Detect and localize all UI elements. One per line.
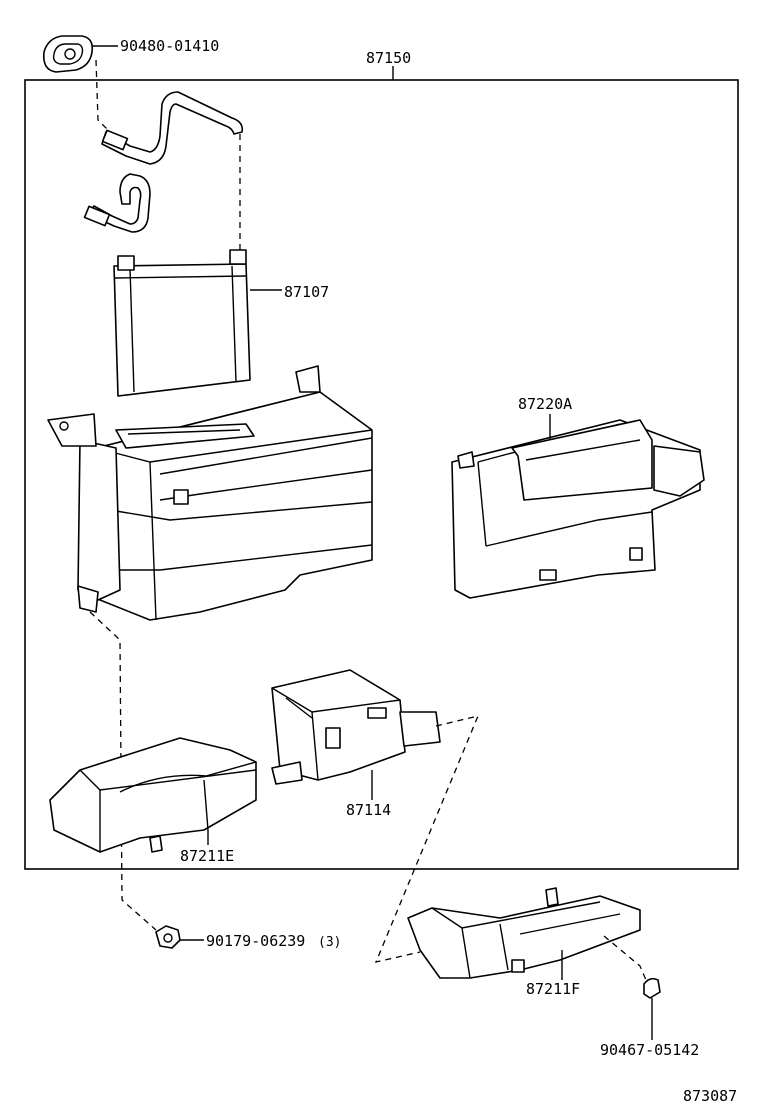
- main-case-part: [47, 365, 373, 621]
- clip-part: [643, 977, 661, 999]
- case-small-part: [271, 669, 441, 785]
- assembly-frame: [24, 79, 739, 870]
- label-nut: 90179-06239: [206, 932, 305, 950]
- duct-right-part: [407, 887, 641, 979]
- pipe-upper: [101, 91, 244, 165]
- duct-left-part: [49, 737, 257, 853]
- assembly-label: 87150: [366, 49, 411, 67]
- evaporator-core-part: [113, 249, 251, 397]
- label-clip: 90467-05142: [600, 1041, 699, 1059]
- duct-top-part: [451, 419, 705, 599]
- label-duct-right: 87211F: [526, 980, 580, 998]
- pipe-lower: [83, 173, 151, 233]
- label-nut-qty: (3): [318, 935, 341, 950]
- label-duct-left: 87211E: [180, 847, 234, 865]
- label-case-small: 87114: [346, 801, 391, 819]
- label-gasket: 90480-01410: [120, 37, 219, 55]
- label-evaporator-core: 87107: [284, 283, 329, 301]
- gasket-part: [42, 35, 94, 73]
- nut-part: [155, 925, 181, 949]
- label-duct-top: 87220A: [518, 395, 572, 413]
- drawing-number: 873087: [683, 1087, 737, 1105]
